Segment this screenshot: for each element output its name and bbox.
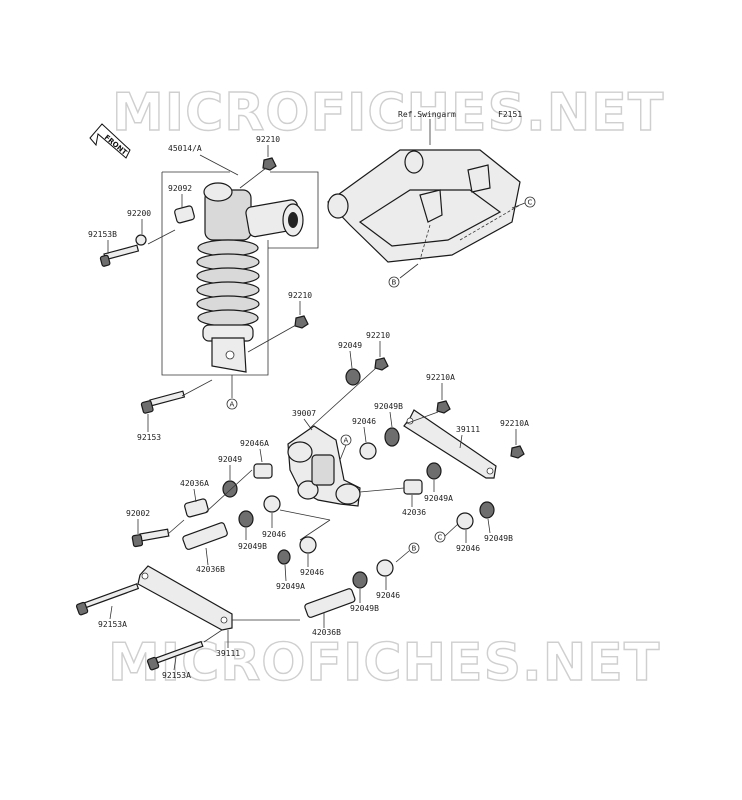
label-92049-a: 92049 (338, 341, 362, 350)
label-92210-a: 92210 (256, 135, 280, 144)
bearing-92046A-icon (253, 463, 273, 479)
label-92153B: 92153B (88, 230, 117, 239)
label-39111-a: 39111 (456, 425, 480, 434)
svg-text:B: B (412, 545, 417, 553)
label-92046-b: 92046 (262, 530, 286, 539)
label-92210-c: 92210 (366, 331, 390, 340)
label-92200: 92200 (127, 209, 151, 218)
label-42036A: 42036A (180, 479, 209, 488)
bolt-92153-icon (140, 390, 186, 414)
bolt-92153A-a-icon (75, 583, 140, 616)
label-92046A: 92046A (240, 439, 269, 448)
nut-92210A-a-icon (436, 400, 451, 414)
label-92049A-b: 92049A (276, 582, 305, 591)
seal-92049B-d-icon (352, 571, 368, 589)
shock-absorber (196, 182, 304, 373)
label-39007: 39007 (292, 409, 316, 418)
label-92049A-a: 92049A (424, 494, 453, 503)
watermark-top: MICROFICHES.NET (112, 83, 664, 143)
label-45014: 45014/A (168, 144, 202, 153)
bolt-92153A-b-icon (146, 640, 204, 671)
callout-b-lower: B (395, 542, 420, 563)
label-92046-a: 92046 (352, 417, 376, 426)
bearing-92046-b-icon (263, 495, 281, 513)
nut-92210-b-icon (294, 315, 309, 329)
washer-92200-icon (135, 234, 147, 246)
svg-text:B: B (392, 279, 397, 287)
label-92049-b: 92049 (218, 455, 242, 464)
label-92046-e: 92046 (376, 591, 400, 600)
seal-92049B-c-icon (479, 501, 495, 519)
bearing-92046-e-icon (376, 559, 394, 577)
label-92049B-b: 92049B (238, 542, 267, 551)
label-92153A-b: 92153A (162, 671, 191, 680)
label-92210A-a: 92210A (426, 373, 455, 382)
seal-92049B-b-icon (238, 510, 254, 528)
label-92046-c: 92046 (300, 568, 324, 577)
label-92049B-d: 92049B (350, 604, 379, 613)
tie-rod-39111-lower (137, 565, 233, 631)
callout-b-top: B (388, 263, 419, 288)
watermark-bottom: MICROFICHES.NET (108, 633, 660, 693)
label-92049B-c: 92049B (484, 534, 513, 543)
collar-92092-icon (174, 205, 195, 224)
nut-92210-a-icon (262, 157, 277, 171)
callout-a-shock: A (226, 375, 238, 410)
collar-42036B-b-icon (304, 588, 356, 618)
collar-42036B-a-icon (182, 522, 228, 550)
callout-c-top: C (511, 196, 536, 209)
collar-42036A-icon (184, 498, 209, 518)
seal-92049A-b-icon (277, 549, 291, 565)
label-92153: 92153 (137, 433, 161, 442)
svg-text:A: A (344, 437, 349, 445)
label-42036B-b: 42036B (312, 628, 341, 637)
label-92153A-a: 92153A (98, 620, 127, 629)
seal-92049B-a-icon (384, 427, 400, 447)
label-92002: 92002 (126, 509, 150, 518)
label-39111-b: 39111 (216, 649, 240, 658)
label-92092: 92092 (168, 184, 192, 193)
label-92210A-b: 92210A (500, 419, 529, 428)
callout-c-lower: C (434, 523, 459, 543)
bolt-92153B-icon (99, 244, 140, 267)
bolt-92002-icon (131, 528, 170, 548)
label-42036B-a: 42036B (196, 565, 225, 574)
label-92049B-a: 92049B (374, 402, 403, 411)
collar-92049-a-icon (345, 368, 361, 386)
ref-swingarm-label: Ref.Swingarm (398, 110, 456, 119)
collar-42036-a-icon (403, 479, 423, 495)
bearing-92046-d-icon (456, 512, 474, 530)
seal-92049A-a-icon (426, 462, 442, 480)
label-42036-a: 42036 (402, 508, 426, 517)
tie-rod-39111-upper (403, 409, 497, 479)
bearing-92046-c-icon (299, 536, 317, 554)
svg-text:C: C (528, 199, 533, 207)
nut-92210-c-icon (374, 357, 389, 371)
swingarm (327, 149, 521, 263)
svg-text:A: A (230, 401, 235, 409)
label-92046-d: 92046 (456, 544, 480, 553)
ref-code-label: F2151 (498, 110, 522, 119)
bearing-92046-a-icon (359, 442, 377, 460)
nut-92210A-b-icon (510, 445, 525, 459)
callout-a-rocker: A (339, 434, 352, 461)
svg-text:C: C (438, 534, 443, 542)
label-92210-b: 92210 (288, 291, 312, 300)
rocker-arm-39007 (287, 425, 361, 507)
